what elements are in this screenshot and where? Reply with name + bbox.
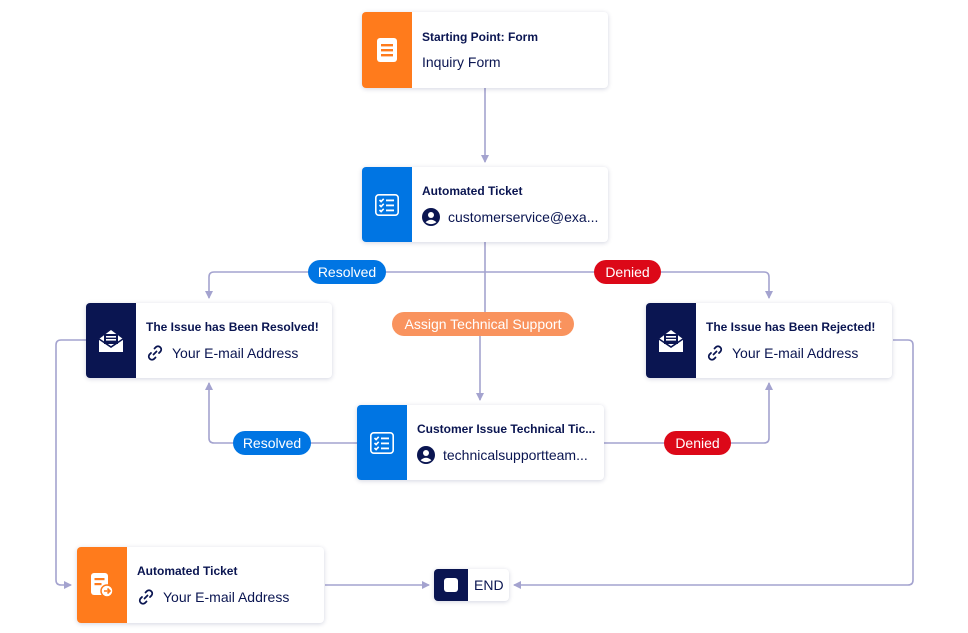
link-icon [138, 589, 154, 605]
link-icon [707, 344, 723, 361]
node-icon-strip [357, 405, 407, 480]
node-subtitle: Your E-mail Address [172, 344, 299, 361]
node-starting-point[interactable]: Starting Point: Form Inquiry Form [362, 12, 608, 88]
node-end[interactable]: END [434, 569, 509, 601]
node-subtitle: Your E-mail Address [163, 589, 290, 605]
node-icon-strip [362, 167, 412, 242]
node-title: Automated Ticket [137, 564, 238, 578]
ticket-export-icon [91, 573, 114, 598]
branch-denied-bottom[interactable]: Denied [664, 431, 731, 455]
branch-denied-top[interactable]: Denied [594, 260, 661, 284]
connector-tech-to-rejected [604, 382, 773, 444]
node-subtitle: Your E-mail Address [732, 344, 859, 361]
node-automated-ticket-final[interactable]: Automated Ticket Your E-mail Address [77, 547, 324, 623]
node-title: Starting Point: Form [422, 30, 538, 44]
envelope-icon [98, 329, 124, 352]
link-icon [147, 344, 163, 361]
stop-icon [434, 569, 468, 601]
node-automated-ticket[interactable]: Automated Ticket customerservice@exa... [362, 167, 608, 242]
node-technical-ticket[interactable]: Customer Issue Technical Tic... technica… [357, 405, 604, 480]
node-title: Customer Issue Technical Tic... [417, 421, 596, 436]
node-subtitle: technicalsupportteam... [443, 446, 588, 463]
user-icon [422, 207, 440, 226]
node-title: Automated Ticket [422, 183, 523, 198]
connector-rejected-to-end [513, 339, 914, 589]
node-title: The Issue has Been Resolved! [146, 319, 319, 334]
node-icon-strip [362, 12, 412, 88]
envelope-icon [658, 329, 684, 352]
node-icon-strip [86, 303, 136, 378]
node-icon-strip [646, 303, 696, 378]
end-label: END [474, 577, 504, 593]
connector-tech-to-resolved [205, 382, 357, 444]
form-icon [377, 38, 397, 62]
connector-to-rejected [485, 271, 773, 299]
branch-resolved-top[interactable]: Resolved [308, 260, 386, 284]
node-issue-resolved[interactable]: The Issue has Been Resolved! Your E-mail… [86, 303, 332, 378]
node-subtitle: customerservice@exa... [448, 208, 599, 225]
node-icon-strip [77, 547, 127, 623]
connector-to-resolved [205, 271, 485, 299]
node-issue-rejected[interactable]: The Issue has Been Rejected! Your E-mail… [646, 303, 892, 378]
checklist-icon [375, 193, 399, 216]
connector-resolved-to-final [55, 339, 86, 589]
node-title: The Issue has Been Rejected! [706, 319, 876, 334]
checklist-icon [370, 431, 394, 454]
node-subtitle: Inquiry Form [422, 54, 501, 70]
branch-resolved-bottom[interactable]: Resolved [233, 431, 311, 455]
user-icon [417, 445, 435, 464]
branch-assign-technical-support[interactable]: Assign Technical Support [392, 312, 574, 336]
